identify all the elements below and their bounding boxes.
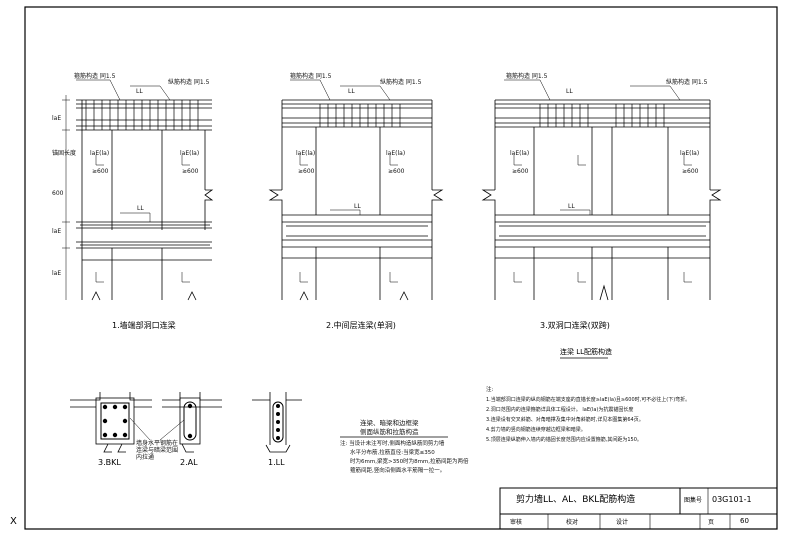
section-al [159, 392, 222, 453]
detail-3-anchor-label-1: ≥600 [512, 168, 529, 175]
mid-notes-line-0: 注: 当设计未注写时,侧面构造纵筋同剪力墙 [340, 441, 445, 447]
notes-line-0: 1.当端部洞口连梁的纵向钢筋在端支座的直锚长度≥laE(la)且≥600时,可不… [486, 397, 691, 403]
sheet-border [24, 6, 778, 530]
section-bkl-caption: 3.BKL [98, 458, 121, 467]
title-block-row2-0: 审核 [510, 519, 523, 526]
detail-1-side-label-3: 600 [52, 190, 64, 197]
detail-3-anchor-label-2: laE(la) [680, 150, 700, 157]
title-block-page-no: 60 [740, 517, 749, 525]
title-block-atlas-no: 03G101-1 [712, 495, 752, 504]
notes-line-3: 4.剪力墙的竖向钢筋连续穿越边框梁和暗梁。 [486, 427, 586, 433]
detail-1-drawing [62, 79, 214, 301]
detail-1-ll-mid-label: LL [137, 205, 144, 212]
detail-3-top-steel-label: 箍筋构造 同1.5 [506, 73, 548, 80]
mid-notes-header-1: 连梁、暗梁和边框梁 [360, 419, 419, 427]
detail-1-side-label-2: laE [52, 228, 62, 235]
detail-2-caption: 2.中间层连梁(单洞) [326, 321, 396, 330]
detail-3-drawing [481, 79, 722, 301]
mid-notes-line-2: 时为6mm,梁宽>350时为8mm,拉筋间距为两倍 [350, 459, 469, 465]
detail-2-anchor-label-3: ≥600 [388, 168, 405, 175]
detail-2-drawing [268, 79, 444, 301]
mid-notes-line-1: 水平分布筋,拉筋直径:当梁宽≤350 [350, 450, 435, 456]
corner-mark: X [10, 516, 17, 527]
detail-2-ll-mid-label: LL [354, 203, 361, 210]
detail-1-top-steel-label: 箍筋构造 同1.5 [74, 73, 116, 80]
detail-1-anchor-label-3: ≥600 [182, 168, 199, 175]
detail-3-ll-mid-label: LL [568, 203, 575, 210]
title-block-frame [499, 487, 778, 530]
title-block-atlas-label: 图集号 [684, 497, 703, 504]
section-heading: 连梁 LL配筋构造 [560, 348, 613, 356]
notes-line-4: 5.顶层连梁纵筋伸入墙内的锚固长度范围内应设置箍筋,其间距为150。 [486, 437, 642, 443]
detail-1-anchor-label-0: laE(la) [90, 150, 110, 157]
detail-3-top-right-label: 纵筋构造 同1.5 [666, 79, 708, 86]
detail-2-top-right-label: 纵筋构造 同1.5 [380, 79, 422, 86]
detail-1-top-right-label: 纵筋构造 同1.5 [168, 79, 210, 86]
detail-3-caption: 3.双洞口连梁(双跨) [540, 321, 610, 330]
mid-notes-header-2: 侧面纵筋和拉筋构造 [360, 428, 419, 436]
title-block-row2-1: 校对 [566, 519, 579, 526]
notes-line-2: 3.连梁设有交叉斜筋、对角暗撑及集中对角斜筋时,详见本图集第64页。 [486, 417, 644, 423]
detail-1-anchor-label-2: laE(la) [180, 150, 200, 157]
detail-3-anchor-label-0: laE(la) [510, 150, 530, 157]
title-block-row2-2: 设计 [616, 519, 629, 526]
detail-3-ll-top-label: LL [566, 88, 573, 95]
detail-2-anchor-label-2: laE(la) [386, 150, 406, 157]
detail-1-anchor-label-1: ≥600 [92, 168, 109, 175]
detail-1-caption: 1.墙端部洞口连梁 [112, 321, 176, 330]
detail-2-ll-top-label: LL [348, 88, 355, 95]
mid-notes-line-3: 箍筋间距,竖向沿侧面水平筋隔一拉一。 [350, 468, 446, 474]
notes-heading: 注: [486, 387, 494, 393]
detail-2-top-steel-label: 箍筋构造 同1.5 [290, 73, 332, 80]
detail-1-side-label-1: laE [52, 115, 62, 122]
section-ll [252, 392, 302, 453]
detail-1-side-label-0: 锚固长度 [52, 150, 77, 157]
section-callout: 墙身水平钢筋在连梁与暗梁范围内拉通 [136, 440, 179, 461]
detail-1-side-label-4: laE [52, 270, 62, 277]
detail-2-anchor-label-0: laE(la) [296, 150, 316, 157]
title-block-page-label: 页 [708, 519, 715, 526]
detail-2-anchor-label-1: ≥600 [298, 168, 315, 175]
notes-line-1: 2.洞口范围内的连梁箍筋详具体工程设计。 laE(la)为抗震锚固长度 [486, 407, 634, 413]
title-block-title: 剪力墙LL、AL、BKL配筋构造 [516, 495, 636, 505]
detail-1-ll-top-label: LL [136, 88, 143, 95]
section-al-caption: 2.AL [180, 458, 198, 467]
section-ll-caption: 1.LL [268, 458, 285, 467]
detail-3-anchor-label-3: ≥600 [682, 168, 699, 175]
section-bkl [70, 392, 152, 453]
